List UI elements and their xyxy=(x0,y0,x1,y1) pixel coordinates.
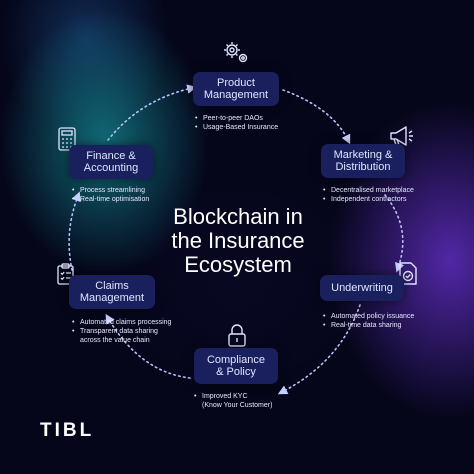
list-item: Automated claims processing xyxy=(72,318,171,327)
node-label: Distribution xyxy=(335,161,391,173)
list-item: Improved KYC xyxy=(194,392,272,401)
list-item: Process streamlining xyxy=(72,186,149,195)
claims-bullets: Automated claims processing Transparent … xyxy=(72,318,171,345)
arrow-marketing-to-underwriting xyxy=(384,194,405,273)
node-label: Accounting xyxy=(83,162,139,174)
list-item: Transparent data sharing xyxy=(72,327,171,336)
marketing-distribution-node: Marketing &Distribution xyxy=(321,144,405,178)
node-label: Management xyxy=(203,89,269,101)
title-line: Ecosystem xyxy=(184,252,292,277)
arrow-compliance-to-claims xyxy=(105,313,191,379)
list-item: Decentralised marketplace xyxy=(323,186,414,195)
underwriting-node: Underwriting xyxy=(320,275,404,301)
compliance-policy-node: Compliance& Policy xyxy=(194,348,278,384)
node-label: Underwriting xyxy=(331,282,393,294)
title-line: Blockchain in xyxy=(173,204,303,229)
node-label: Marketing & xyxy=(333,149,393,161)
finance-bullets: Process streamlining Real-time optimisat… xyxy=(72,186,149,204)
node-label: Compliance xyxy=(206,354,266,366)
arrow-finance-to-product xyxy=(107,84,197,141)
list-item: across the value chain xyxy=(80,337,150,344)
node-label: Product xyxy=(217,77,255,89)
product-bullets: Peer-to-peer DAOs Usage-Based Insurance xyxy=(195,114,278,132)
list-item: Peer-to-peer DAOs xyxy=(195,114,278,123)
gears-icon xyxy=(224,42,248,63)
brand-logo: TIBL xyxy=(40,420,95,441)
title-line: the Insurance xyxy=(171,228,305,253)
list-item: (Know Your Customer) xyxy=(202,402,273,409)
finance-accounting-node: Finance &Accounting xyxy=(69,145,153,179)
compliance-bullets: Improved KYC (Know Your Customer) xyxy=(194,392,272,410)
node-label: Finance & xyxy=(86,150,136,162)
diagram-title: Blockchain in the Insurance Ecosystem xyxy=(128,205,348,277)
list-item: Usage-Based Insurance xyxy=(195,123,278,132)
list-item: Independent contractors xyxy=(323,195,414,204)
node-label: Claims xyxy=(95,280,129,292)
marketing-bullets: Decentralised marketplace Independent co… xyxy=(323,186,414,204)
arrow-product-to-marketing xyxy=(282,89,351,145)
list-item: Automated policy issuance xyxy=(323,312,414,321)
underwriting-bullets: Automated policy issuance Real-time data… xyxy=(323,312,414,330)
node-label: Management xyxy=(79,292,145,304)
padlock-icon xyxy=(228,324,246,347)
arrow-claims-to-finance xyxy=(68,191,81,271)
list-item: Real-time data sharing xyxy=(323,321,414,330)
node-label: & Policy xyxy=(216,366,256,378)
list-item: Real-time optimisation xyxy=(72,195,149,204)
arrow-underwriting-to-compliance xyxy=(277,304,361,395)
